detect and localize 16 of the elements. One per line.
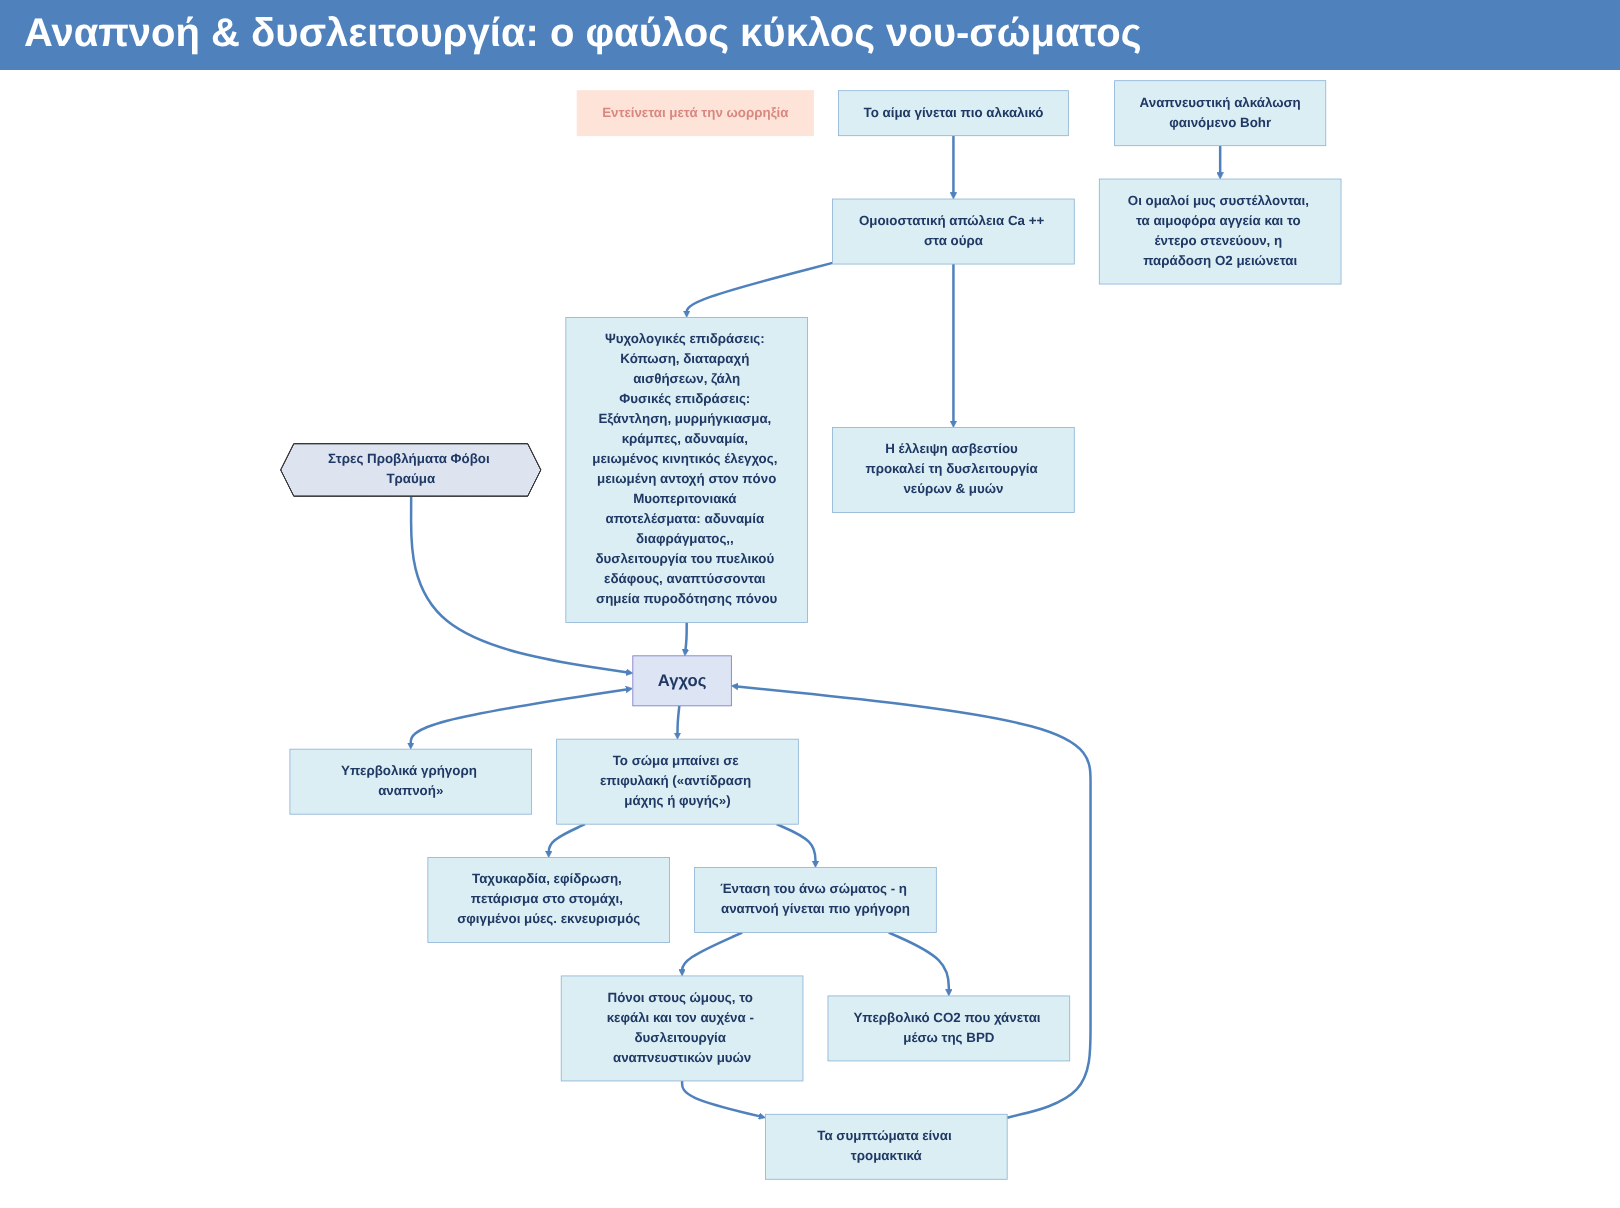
arrow — [775, 823, 819, 868]
arrow — [948, 135, 957, 200]
node-box: Αγχος — [631, 655, 731, 707]
arrow — [948, 264, 957, 428]
arrow — [682, 261, 832, 318]
arrow — [672, 705, 681, 740]
arrow — [730, 682, 1091, 1119]
arrow — [887, 931, 952, 997]
arrow — [681, 622, 689, 657]
arrow — [408, 496, 633, 676]
arrow — [406, 685, 632, 750]
arrow — [679, 1080, 765, 1120]
title: Αναπνοή & δυσλειτουργία: ο φαύλος κύκλος νου-σώματος — [0, 0, 1620, 70]
arrow — [677, 931, 742, 977]
arrow — [1215, 145, 1223, 180]
arrow — [544, 823, 585, 858]
